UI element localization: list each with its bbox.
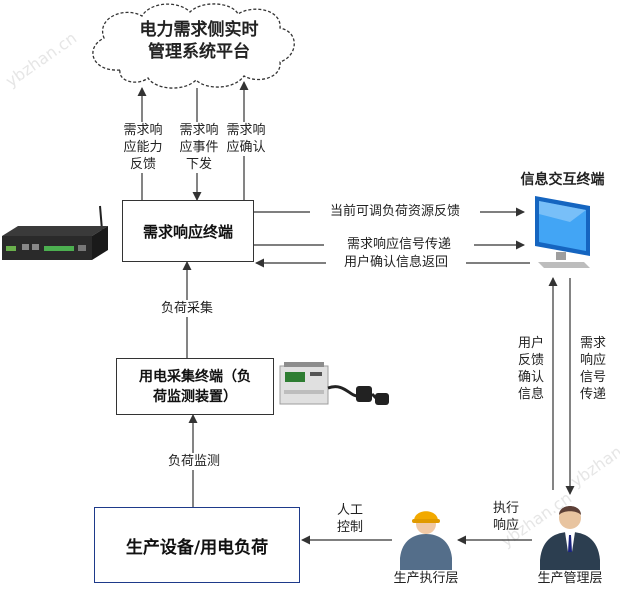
monitor-icon [535, 196, 590, 268]
signal-char: 需求 [579, 336, 606, 351]
collector-line2: 荷监测装置） [153, 388, 237, 405]
response-confirm-label: 需求响 应确认 [220, 122, 272, 156]
event-line: 需求响 [179, 123, 219, 138]
confirm-line: 需求响 [226, 123, 266, 138]
user-feedback-label: 用户 反馈 确认 信息 [516, 335, 546, 403]
event-line: 应事件 [179, 140, 219, 155]
capability-line: 反馈 [129, 157, 156, 172]
cloud-shape [92, 3, 295, 89]
worker-avatar-icon [400, 511, 452, 570]
collector-terminal-box: 用电采集终端（负 荷监测装置） [116, 358, 274, 415]
demand-response-terminal-box: 需求响应终端 [122, 200, 254, 262]
platform-title-line1: 电力需求侧实时 [139, 20, 259, 40]
execute-line: 执行 [492, 501, 519, 516]
feedback-char: 确认 [517, 370, 544, 385]
interaction-terminal-title: 信息交互终端 [520, 172, 605, 188]
collector-line1: 用电采集终端（负 [139, 368, 251, 385]
demand-signal-label: 需求 响应 信号 传递 [578, 335, 608, 403]
capability-line: 应能力 [123, 140, 163, 155]
signal-char: 传递 [579, 387, 606, 402]
resource-feedback-label: 当前可调负荷资源反馈 [310, 203, 480, 220]
capability-feedback-label: 需求响 应能力 反馈 [116, 122, 170, 173]
manual-control-label: 人工 控制 [330, 502, 370, 536]
equipment-label: 生产设备/用电负荷 [125, 537, 269, 558]
event-line: 下发 [185, 157, 212, 172]
signal-char: 信号 [579, 370, 606, 385]
signal-char: 响应 [579, 353, 606, 368]
manual-line: 控制 [336, 520, 363, 535]
execute-response-label: 执行 响应 [486, 500, 526, 534]
platform-title-line2: 管理系统平台 [148, 42, 250, 62]
feedback-char: 信息 [517, 387, 544, 402]
executor-role-label: 生产执行层 [393, 571, 459, 586]
platform-title: 电力需求侧实时 管理系统平台 [120, 19, 278, 63]
load-collection-label: 负荷采集 [155, 300, 219, 317]
execute-line: 响应 [492, 518, 519, 533]
feedback-char: 用户 [517, 336, 544, 351]
manager-avatar-icon [540, 506, 600, 570]
production-equipment-box: 生产设备/用电负荷 [94, 507, 300, 583]
confirm-line: 应确认 [226, 140, 266, 155]
meter-device-icon [279, 362, 389, 405]
load-monitoring-label: 负荷监测 [162, 453, 226, 470]
manual-line: 人工 [336, 503, 363, 518]
user-confirm-label: 用户确认信息返回 [326, 254, 466, 271]
signal-transmit-label: 需求响应信号传递 [324, 236, 474, 253]
terminal-label: 需求响应终端 [142, 222, 233, 241]
capability-line: 需求响 [123, 123, 163, 138]
manager-role-label: 生产管理层 [537, 571, 603, 586]
router-device-icon [2, 205, 108, 260]
event-issue-label: 需求响 应事件 下发 [172, 122, 226, 173]
feedback-char: 反馈 [517, 353, 544, 368]
